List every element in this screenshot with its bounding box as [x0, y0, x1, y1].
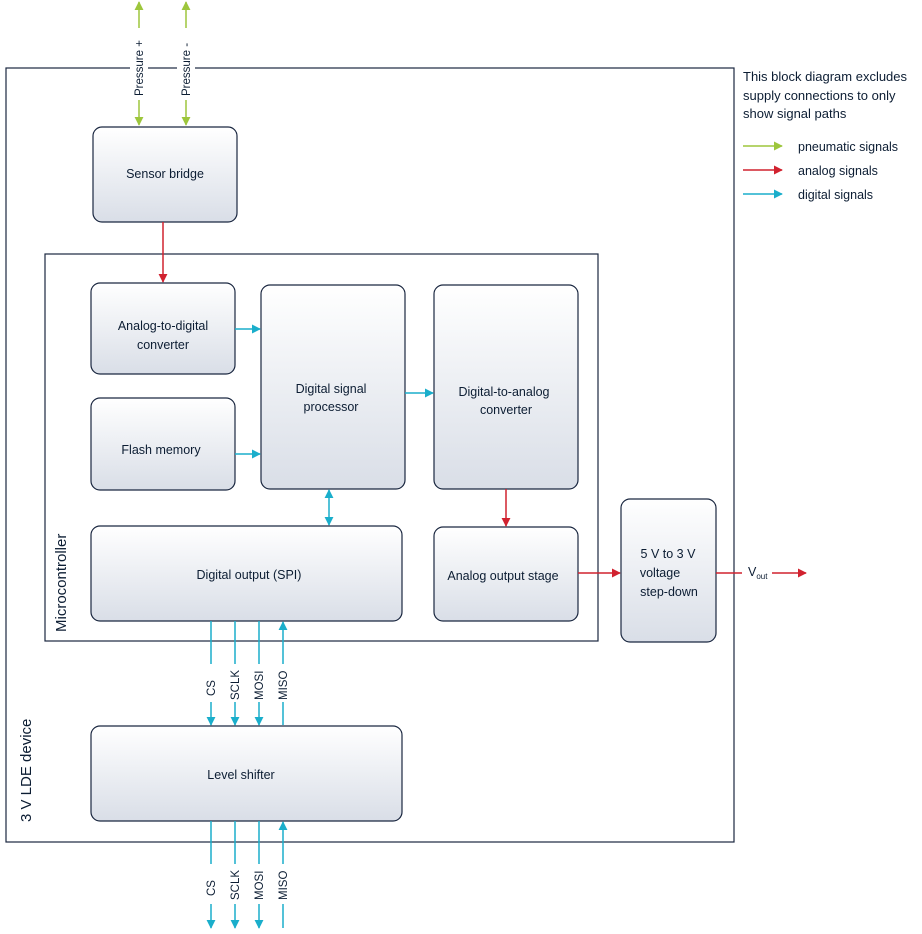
legend: pneumatic signals analog signals digital… [743, 140, 898, 202]
note-line2: supply connections to only [743, 88, 896, 103]
dsp-block [260, 284, 406, 490]
dac-label-line1: Digital-to-analog [458, 385, 549, 399]
stepdown-block [620, 498, 717, 643]
spi-bus-upper: CS SCLK MOSI MISO [202, 621, 292, 726]
flash-memory-label: Flash memory [121, 443, 201, 457]
spi-output-label: Digital output (SPI) [197, 568, 302, 582]
note-line1: This block diagram excludes [743, 69, 908, 84]
cs-lower-label: CS [206, 880, 218, 896]
device-label: 3 V LDE device [18, 719, 35, 822]
legend-digital-label: digital signals [798, 188, 873, 202]
pressure-minus-label: Pressure - [181, 43, 193, 96]
level-shifter-block [90, 725, 403, 822]
device-frame [5, 67, 735, 843]
stepdown-label-line3: step-down [640, 585, 698, 599]
pressure-plus-label: Pressure + [134, 40, 146, 96]
vout-label: Vout [748, 565, 768, 581]
note-line3: show signal paths [743, 106, 847, 121]
analog-output-block [433, 526, 579, 622]
legend-pneumatic-label: pneumatic signals [798, 140, 898, 154]
stepdown-label-line2: voltage [640, 566, 680, 580]
spi-bus-lower: CS SCLK MOSI MISO [202, 821, 292, 929]
mosi-upper-label: MOSI [254, 671, 266, 700]
sclk-upper-label: SCLK [230, 670, 242, 700]
dsp-label-line2: processor [304, 400, 359, 414]
dsp-label-line1: Digital signal [296, 382, 367, 396]
microcontroller-label: Microcontroller [53, 534, 70, 632]
cs-upper-label: CS [206, 680, 218, 696]
legend-analog-label: analog signals [798, 164, 878, 178]
miso-lower-label: MISO [278, 871, 290, 900]
adc-label-line1: Analog-to-digital [118, 319, 208, 333]
microcontroller-frame [44, 253, 599, 642]
sensor-bridge-label: Sensor bridge [126, 167, 204, 181]
dac-label-line2: converter [480, 403, 532, 417]
miso-upper-label: MISO [278, 671, 290, 700]
flash-memory-block [90, 397, 236, 491]
sensor-bridge-block [92, 126, 238, 223]
sclk-lower-label: SCLK [230, 870, 242, 900]
stepdown-label-line1: 5 V to 3 V [641, 547, 697, 561]
analog-output-label: Analog output stage [447, 569, 558, 583]
adc-label-line2: converter [137, 338, 189, 352]
spi-output-block [90, 525, 403, 622]
level-shifter-label: Level shifter [207, 768, 274, 782]
mosi-lower-label: MOSI [254, 871, 266, 900]
